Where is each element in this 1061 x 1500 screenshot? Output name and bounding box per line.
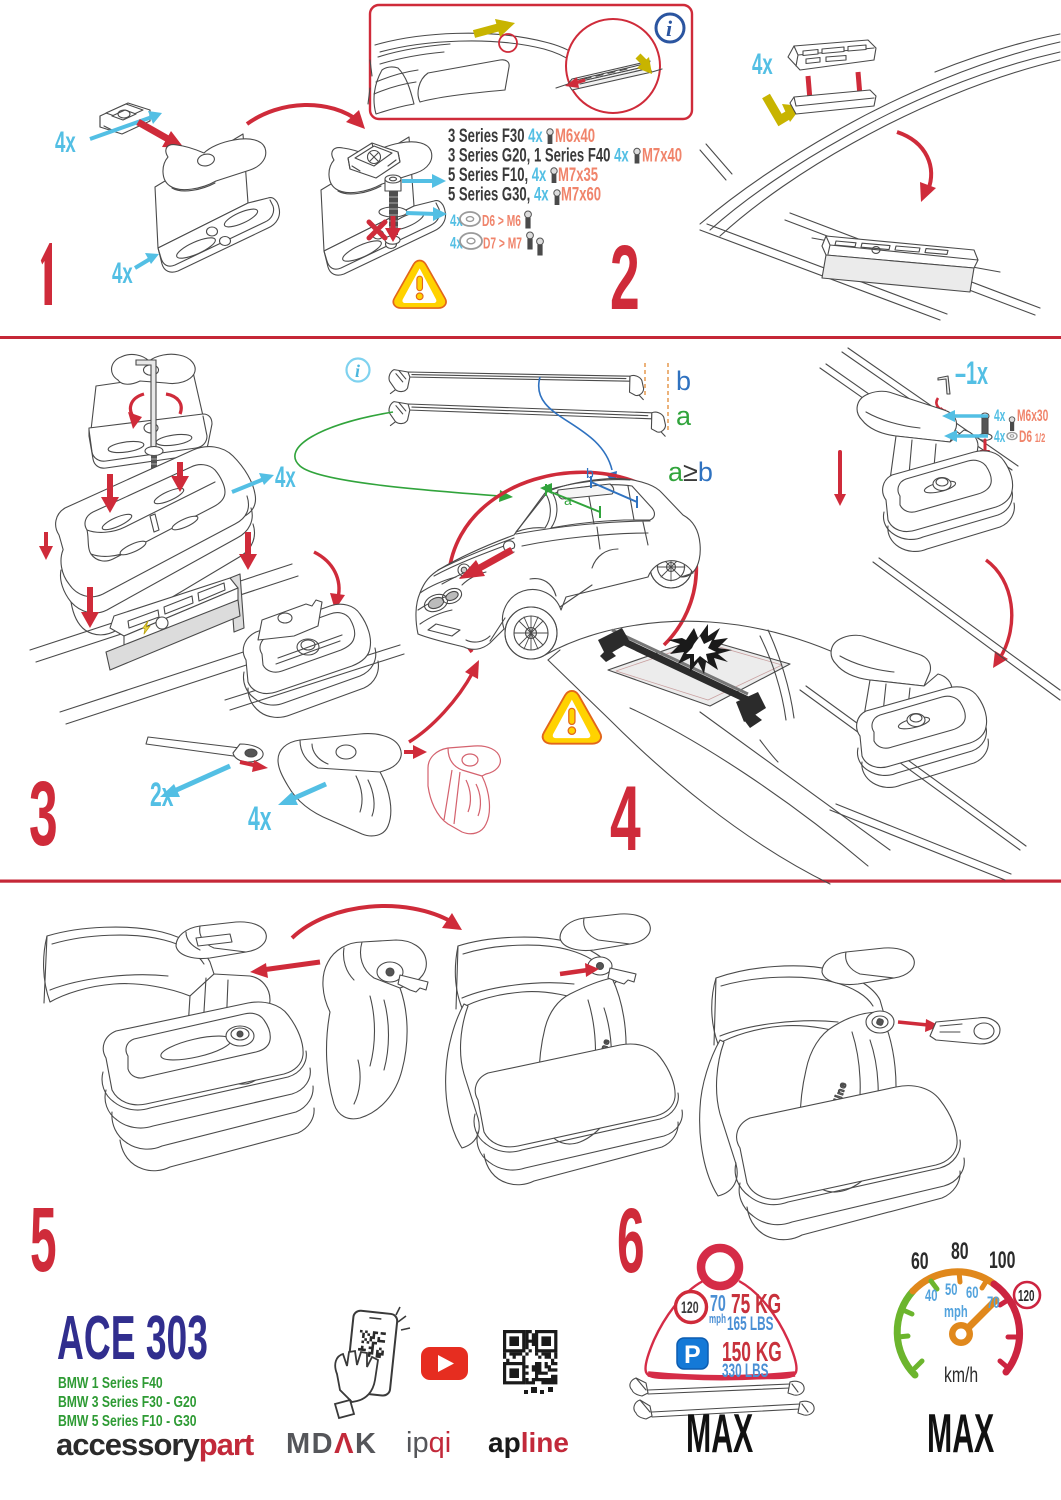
svg-text:MAX: MAX	[927, 1404, 994, 1465]
svg-text:70: 70	[710, 1292, 726, 1317]
svg-text:mph: mph	[944, 1303, 968, 1322]
svg-text:–1x: –1x	[955, 355, 988, 391]
svg-text:2: 2	[610, 226, 640, 329]
svg-text:D6 1/2: D6 1/2	[1019, 428, 1046, 446]
svg-text:4x: 4x	[994, 407, 1006, 425]
svg-text:4x: 4x	[994, 428, 1006, 446]
svg-text:5 Series G30, 4x: 5 Series G30, 4x	[448, 184, 549, 205]
svg-text:MDΛK: MDΛK	[286, 1428, 377, 1460]
svg-text:4x: 4x	[112, 257, 133, 291]
svg-text:ipqi: ipqi	[406, 1427, 451, 1459]
svg-text:b: b	[676, 366, 691, 396]
svg-text:6: 6	[617, 1189, 645, 1292]
svg-text:4x: 4x	[275, 461, 296, 495]
svg-text:M7x60: M7x60	[561, 184, 601, 205]
svg-text:50: 50	[945, 1281, 957, 1300]
svg-text:D6 > M6: D6 > M6	[482, 212, 521, 230]
svg-text:D7 > M7: D7 > M7	[483, 234, 522, 252]
svg-text:3 Series F30 4x: 3 Series F30 4x	[448, 126, 543, 147]
svg-text:75 KG: 75 KG	[731, 1288, 781, 1319]
svg-text:5 Series F10, 4x: 5 Series F10, 4x	[448, 165, 546, 186]
svg-text:3 Series G20, 1 Series F40 4x: 3 Series G20, 1 Series F40 4x	[448, 145, 629, 166]
svg-text:80: 80	[951, 1239, 969, 1265]
svg-text:a≥b: a≥b	[668, 457, 713, 487]
svg-text:ACE 303: ACE 303	[57, 1303, 208, 1372]
svg-text:4: 4	[610, 768, 641, 871]
svg-text:2x: 2x	[150, 775, 174, 813]
svg-text:M7x35: M7x35	[558, 165, 598, 186]
svg-text:120: 120	[1018, 1287, 1035, 1305]
svg-text:BMW 3 Series F30 - G20: BMW 3 Series F30 - G20	[58, 1393, 197, 1411]
svg-text:a: a	[564, 492, 572, 508]
svg-text:accessorypart: accessorypart	[56, 1427, 254, 1462]
svg-text:M6x40: M6x40	[555, 126, 595, 147]
svg-text:b: b	[586, 465, 594, 481]
svg-text:M6x30: M6x30	[1017, 407, 1049, 425]
svg-text:120: 120	[681, 1297, 699, 1316]
svg-text:330 LBS: 330 LBS	[722, 1361, 768, 1381]
svg-text:3: 3	[29, 762, 58, 864]
svg-text:a: a	[676, 401, 692, 431]
svg-text:apline: apline	[488, 1427, 569, 1458]
svg-text:60: 60	[911, 1249, 929, 1275]
svg-text:5: 5	[30, 1188, 57, 1291]
svg-text:BMW 1 Series F40: BMW 1 Series F40	[58, 1374, 163, 1392]
svg-text:100: 100	[989, 1248, 1015, 1274]
svg-text:4x: 4x	[752, 48, 773, 82]
svg-text:40: 40	[925, 1287, 937, 1306]
svg-text:70: 70	[987, 1294, 999, 1313]
svg-text:mph: mph	[709, 1312, 726, 1326]
svg-text:M7x40: M7x40	[642, 145, 682, 166]
svg-text:60: 60	[966, 1284, 978, 1303]
svg-text:150 KG: 150 KG	[722, 1336, 782, 1367]
svg-text:BMW 5 Series F10 - G30: BMW 5 Series F10 - G30	[58, 1412, 197, 1430]
svg-text:i: i	[666, 16, 673, 41]
svg-text:4x: 4x	[55, 126, 76, 160]
svg-text:MAX: MAX	[686, 1404, 753, 1465]
svg-text:4x: 4x	[248, 799, 272, 837]
svg-text:km/h: km/h	[944, 1363, 978, 1387]
svg-text:i: i	[355, 361, 360, 381]
svg-text:165 LBS: 165 LBS	[727, 1314, 773, 1334]
svg-text:P: P	[684, 1341, 701, 1369]
